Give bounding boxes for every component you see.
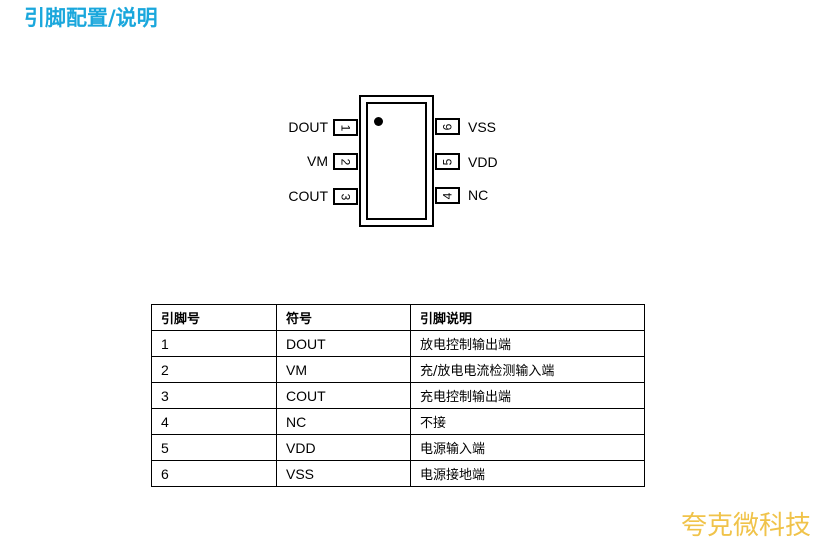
cell-pin-number: 4 (151, 408, 277, 435)
pin-box-1: 1 (333, 119, 358, 136)
cell-description: 放电控制输出端 (410, 330, 645, 357)
cell-pin-number: 3 (151, 382, 277, 409)
cell-symbol: VDD (276, 434, 411, 461)
table-row: 6 VSS 电源接地端 (151, 460, 645, 487)
pin-description-table: 引脚号 符号 引脚说明 1 DOUT 放电控制输出端 2 VM 充/放电电流检测… (151, 304, 645, 487)
cell-symbol: VSS (276, 460, 411, 487)
pin-box-3: 3 (333, 188, 358, 205)
table-row: 5 VDD 电源输入端 (151, 434, 645, 461)
pin-label-dout: DOUT (288, 119, 328, 135)
cell-symbol: COUT (276, 382, 411, 409)
table-row: 2 VM 充/放电电流检测输入端 (151, 356, 645, 383)
pin-label-vm: VM (307, 153, 328, 169)
pin-box-4: 4 (435, 187, 460, 204)
header-pin-number: 引脚号 (151, 304, 277, 331)
cell-pin-number: 6 (151, 460, 277, 487)
cell-description: 电源接地端 (410, 460, 645, 487)
table-header-row: 引脚号 符号 引脚说明 (151, 304, 645, 331)
cell-description: 充电控制输出端 (410, 382, 645, 409)
pin-label-nc: NC (468, 187, 489, 203)
package-inner-outline (366, 102, 427, 220)
cell-description: 不接 (410, 408, 645, 435)
cell-pin-number: 5 (151, 434, 277, 461)
cell-description: 电源输入端 (410, 434, 645, 461)
brand-watermark: 夸克微科技 (680, 511, 811, 541)
cell-pin-number: 1 (151, 330, 277, 357)
cell-pin-number: 2 (151, 356, 277, 383)
header-symbol: 符号 (276, 304, 411, 331)
pin-label-vdd: VDD (468, 154, 498, 170)
pin-label-cout: COUT (288, 188, 328, 204)
package-body (359, 95, 434, 227)
cell-symbol: VM (276, 356, 411, 383)
pin-label-vss: VSS (468, 119, 497, 135)
pin1-marker-dot (374, 117, 383, 126)
cell-symbol: NC (276, 408, 411, 435)
table-row: 4 NC 不接 (151, 408, 645, 435)
cell-description: 充/放电电流检测输入端 (410, 356, 645, 383)
cell-symbol: DOUT (276, 330, 411, 357)
table-row: 1 DOUT 放电控制输出端 (151, 330, 645, 357)
pin-box-5: 5 (435, 153, 460, 170)
page-title: 引脚配置/说明 (24, 6, 158, 30)
pin-box-6: 6 (435, 118, 460, 135)
header-description: 引脚说明 (410, 304, 645, 331)
pin-box-2: 2 (333, 153, 358, 170)
table-row: 3 COUT 充电控制输出端 (151, 382, 645, 409)
